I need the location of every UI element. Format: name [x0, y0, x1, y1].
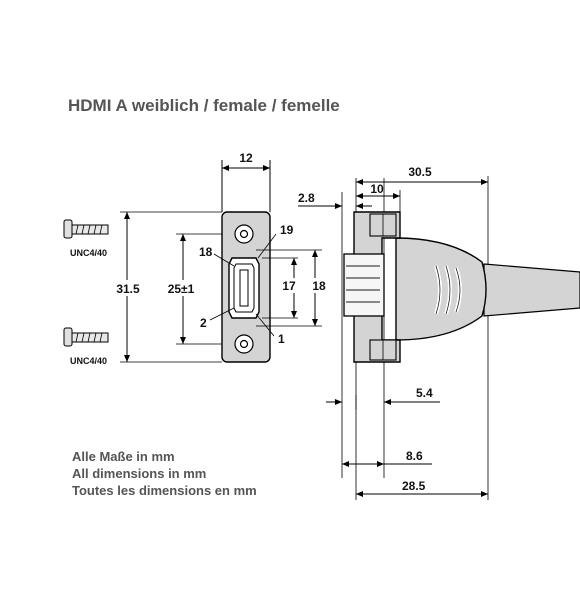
dim-width-12: 12	[239, 151, 253, 165]
screw-bottom-icon	[63, 327, 109, 347]
note-fr: Toutes les dimensions en mm	[72, 483, 257, 498]
pin-label-19: 19	[280, 223, 294, 237]
dim-height-31-5: 31.5	[116, 282, 140, 296]
dim-outer-18: 18	[312, 279, 326, 293]
dimension-notes: Alle Maße in mm All dimensions in mm Tou…	[72, 448, 257, 499]
dim-connector-17: 17	[282, 279, 296, 293]
note-de: Alle Maße in mm	[72, 449, 175, 464]
page-title: HDMI A weiblich / female / femelle	[68, 96, 340, 115]
screw-bottom-label: UNC4/40	[70, 356, 107, 366]
front-view: UNC4/40 UNC4/40 12 31.5 25±1	[63, 151, 329, 366]
dim-8-6: 8.6	[406, 449, 423, 463]
cable	[483, 263, 580, 317]
dim-hole-spacing: 25±1	[168, 282, 195, 296]
pin-label-18: 18	[199, 245, 213, 259]
pin-label-1: 1	[278, 332, 285, 346]
note-en: All dimensions in mm	[72, 466, 207, 481]
dim-offset-2-8: 2.8	[298, 191, 315, 205]
dim-28-5: 28.5	[402, 479, 426, 493]
screw-top-icon	[63, 219, 109, 239]
side-view: 30.5 10 2.8	[298, 165, 580, 500]
pin-label-2: 2	[200, 316, 207, 330]
dim-total-30-5: 30.5	[408, 165, 432, 179]
dim-5-4: 5.4	[416, 386, 433, 400]
screw-top-label: UNC4/40	[70, 248, 107, 258]
connector-shell	[343, 253, 385, 317]
dim-flange-10: 10	[370, 182, 384, 196]
